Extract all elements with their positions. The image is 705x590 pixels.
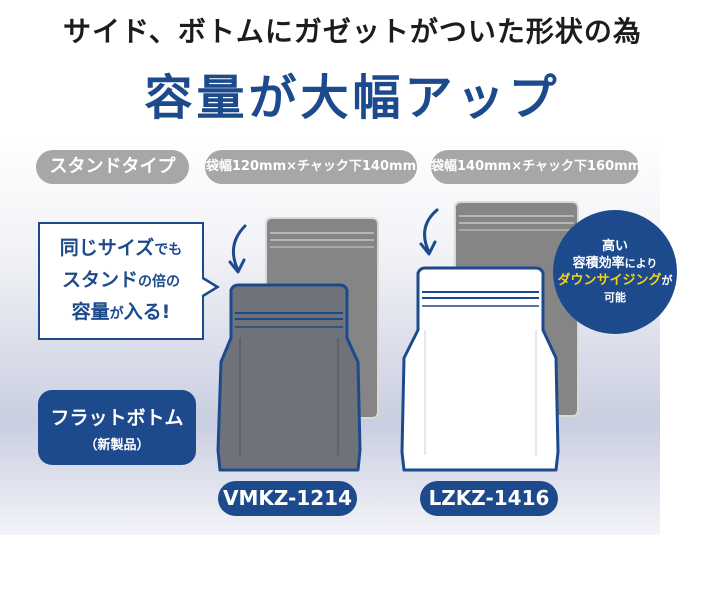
stand-type-label: スタンドタイプ xyxy=(36,150,189,184)
model-label-b: LZKZ-1416 xyxy=(420,481,558,516)
size-label-a: 袋幅120mm×チャック下140mm xyxy=(205,150,417,184)
badge-text: 容積効率 xyxy=(572,256,625,271)
flat-bottom-pouch-icon xyxy=(216,283,362,472)
callout-tail-inner xyxy=(202,279,215,295)
curved-arrow-icon xyxy=(419,208,439,256)
callout-text: 容量 xyxy=(71,301,110,323)
flat-bottom-title: フラットボトム xyxy=(50,406,184,429)
badge-line4: 可能 xyxy=(604,291,626,304)
badge-text: により xyxy=(624,257,658,270)
callout-text: の倍の xyxy=(138,274,180,290)
badge-line1: 高い xyxy=(601,239,628,254)
headline-line2: 容量が大幅アップ xyxy=(144,70,561,126)
callout-text: 同じサイズ xyxy=(59,237,155,259)
capacity-callout: 同じサイズでも スタンドの倍の 容量が入る! xyxy=(38,222,204,340)
model-label-a: VMKZ-1214 xyxy=(218,481,357,516)
badge-highlight: ダウンサイジング xyxy=(557,273,662,288)
flat-bottom-pouch-icon xyxy=(400,266,560,472)
callout-text: でも xyxy=(154,242,183,258)
downsizing-badge: 高い 容積効率により ダウンサイジングが 可能 xyxy=(553,210,677,334)
callout-text: スタンド xyxy=(61,269,138,291)
callout-line1: 同じサイズでも xyxy=(60,233,182,265)
callout-line3: 容量が入る! xyxy=(72,297,171,329)
headline-line1: サイド、ボトムにガゼットがついた形状の為 xyxy=(63,15,642,48)
badge-line3: ダウンサイジングが xyxy=(557,272,672,289)
callout-text: 入る! xyxy=(123,301,171,323)
badge-line2: 容積効率により xyxy=(573,255,658,272)
callout-line2: スタンドの倍の xyxy=(62,265,180,297)
flat-bottom-label: フラットボトム （新製品） xyxy=(38,390,196,465)
size-label-b: 袋幅140mm×チャック下160mm xyxy=(431,150,641,184)
curved-arrow-icon xyxy=(228,224,247,274)
callout-text: が xyxy=(109,306,124,322)
flat-bottom-sub: （新製品） xyxy=(84,437,150,453)
badge-text: が xyxy=(661,274,673,287)
